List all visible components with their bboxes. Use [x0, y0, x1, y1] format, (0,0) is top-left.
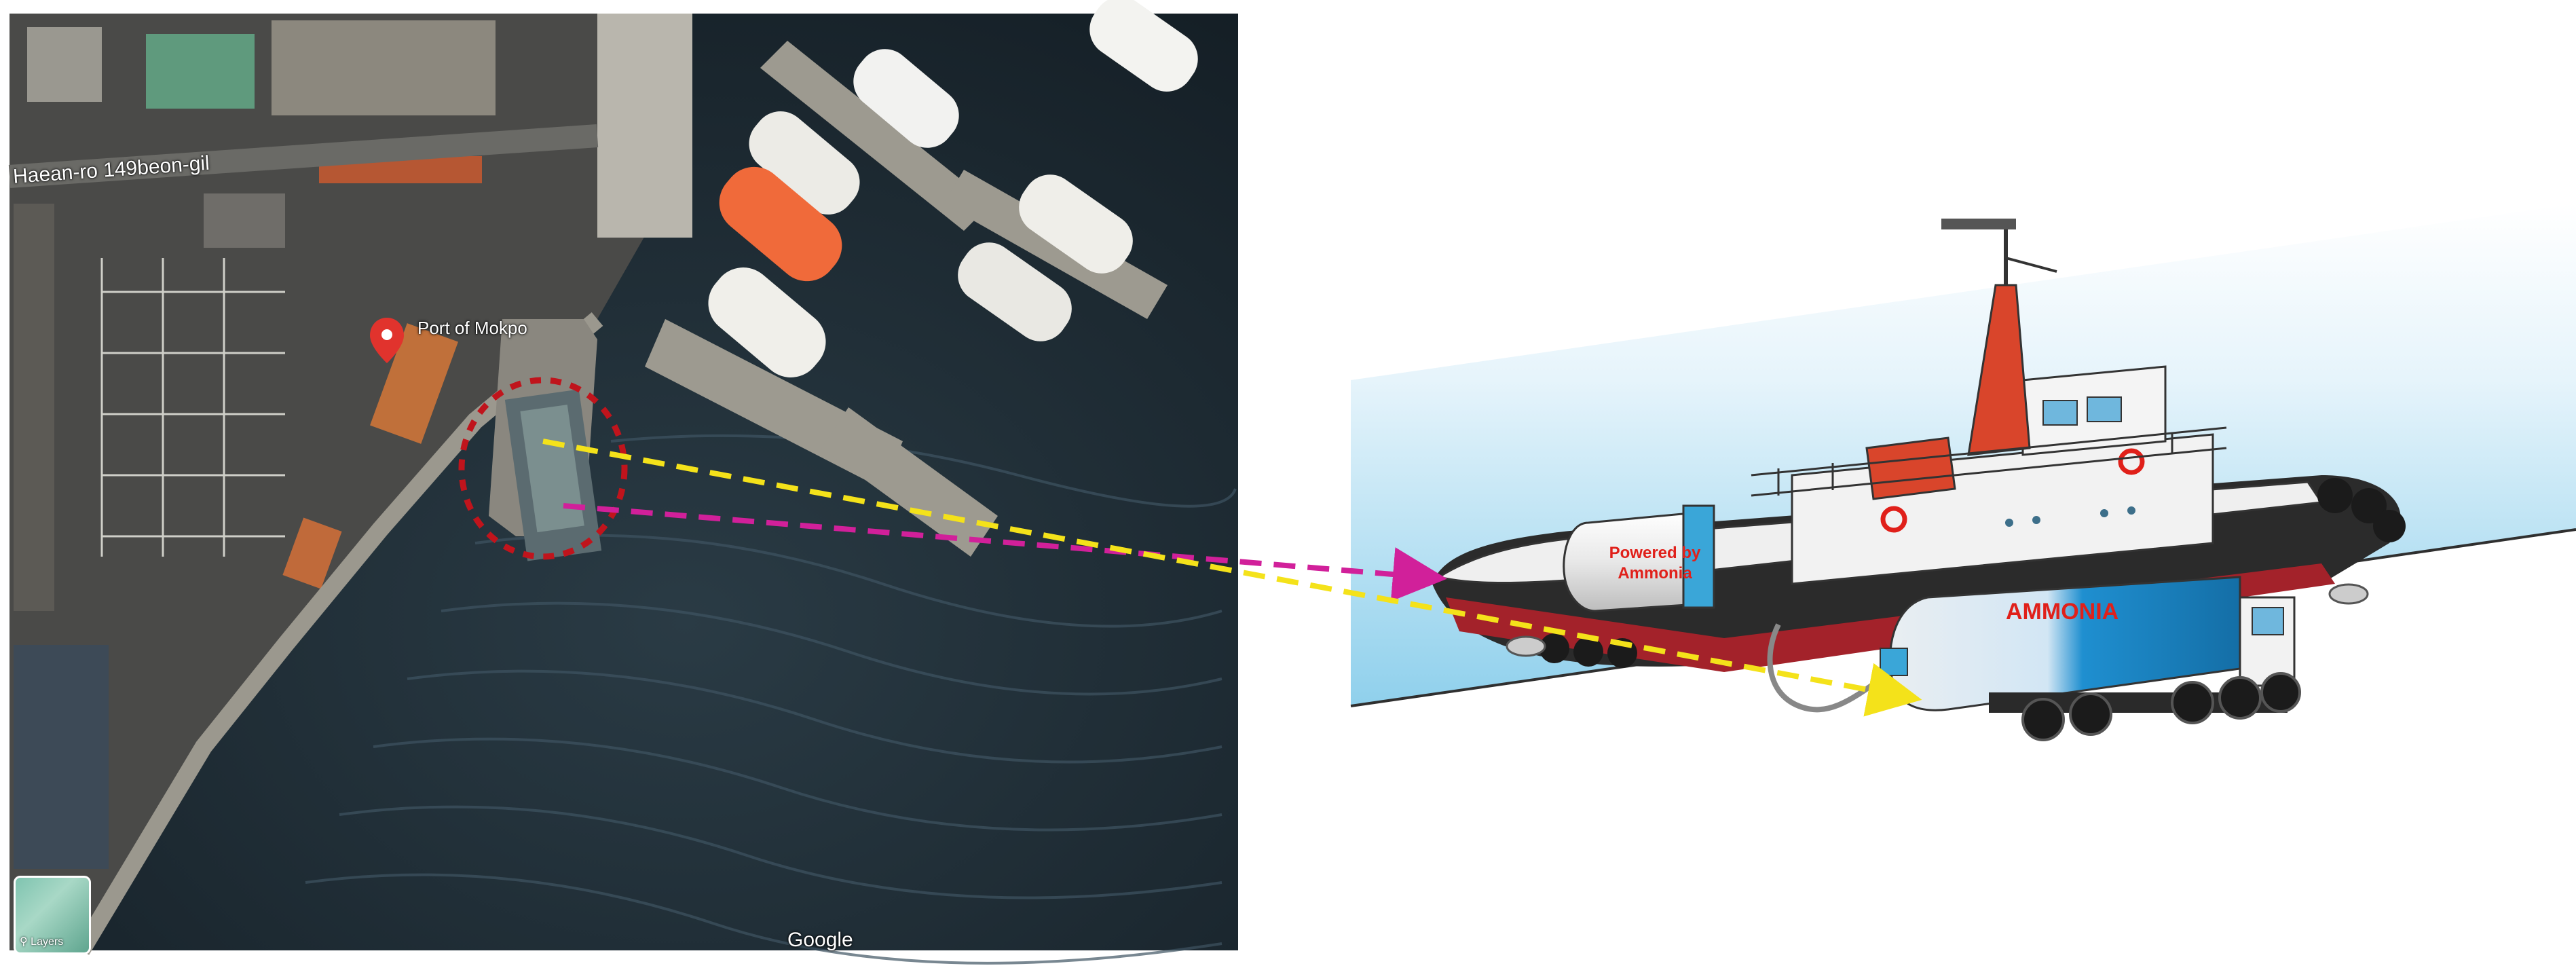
building	[27, 27, 102, 102]
tug-railing	[1751, 426, 2227, 497]
highlight-circle	[458, 377, 628, 560]
water-ripples	[305, 434, 1237, 965]
layers-button[interactable]: ⚲ Layers	[14, 876, 91, 954]
ammonia-fuel-tank	[1563, 504, 1715, 612]
tug-portholes	[2005, 506, 2135, 527]
arrow-yellow-to-tanker	[542, 439, 1922, 717]
building	[272, 20, 496, 115]
building	[146, 34, 255, 109]
layers-button-label-row: ⚲ Layers	[20, 935, 63, 948]
building	[370, 323, 458, 444]
tug-radar	[1941, 219, 2016, 229]
bollards	[1506, 583, 2369, 657]
arrow-magenta-to-tugboat	[563, 503, 1447, 601]
tanker-label: AMMONIA	[2006, 599, 2119, 625]
ferry-pier	[489, 319, 602, 561]
truck-cab-window	[2252, 607, 2284, 635]
yacht	[708, 267, 826, 377]
bunkering-illustration	[1350, 204, 2576, 741]
building	[282, 517, 342, 589]
truck-wheels	[2021, 672, 2301, 741]
fuel-tank-label: Powered by Ammonia	[1609, 544, 1701, 582]
building	[597, 14, 692, 238]
city-blocks	[14, 14, 692, 869]
building	[204, 193, 285, 248]
tug-window	[2087, 396, 2122, 422]
ammonia-tanker-truck	[1767, 576, 2301, 741]
yacht	[1089, 0, 1198, 92]
life-ring-icon	[1880, 506, 1907, 533]
yacht	[958, 242, 1072, 341]
tug-window	[2042, 400, 2078, 426]
yacht	[749, 111, 860, 215]
map-road	[8, 124, 599, 188]
tugboat	[1432, 219, 2406, 672]
quay-edge	[73, 312, 603, 955]
life-ring-icon	[2118, 448, 2145, 475]
hose-connector	[1880, 648, 1908, 676]
parking-lot	[100, 258, 285, 557]
yacht	[853, 49, 959, 148]
yacht	[1019, 174, 1133, 274]
layers-button-label: Layers	[31, 936, 64, 948]
building	[14, 645, 109, 869]
location-pin-icon: ⚲	[20, 936, 28, 948]
map-land	[10, 14, 652, 950]
satellite-map	[8, 0, 1238, 965]
map-poi-label[interactable]: Port of Mokpo	[417, 318, 527, 338]
yacht	[719, 166, 842, 282]
google-attribution: Google	[787, 929, 853, 951]
building	[14, 204, 54, 611]
location-pin-icon[interactable]	[370, 318, 404, 363]
tug-engine-housing	[1865, 436, 1956, 500]
yachts	[708, 0, 1198, 377]
